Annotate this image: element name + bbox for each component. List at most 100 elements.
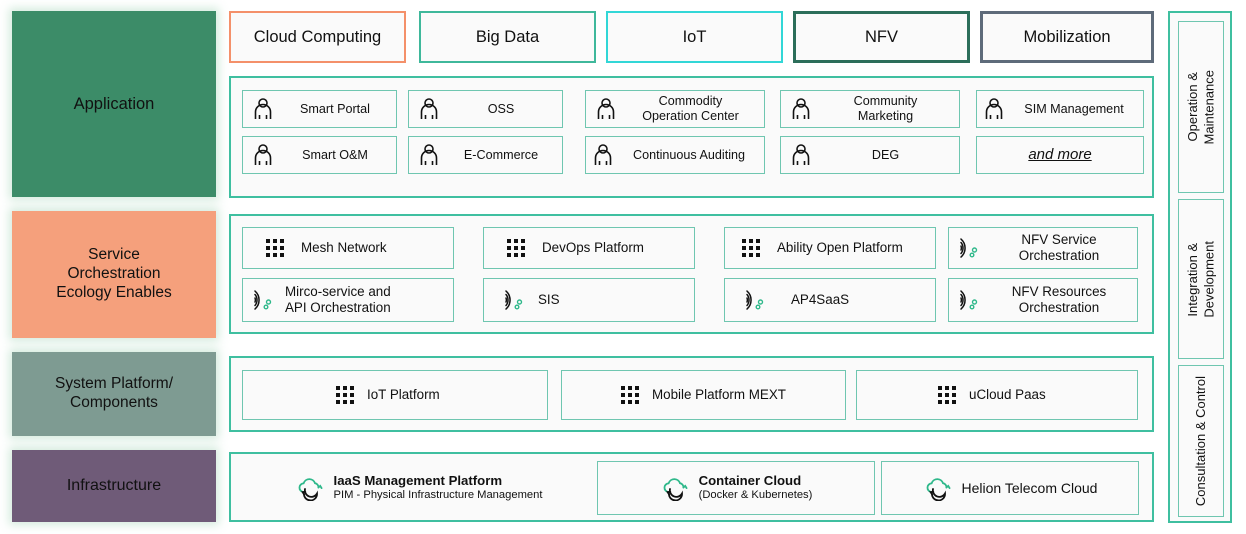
platform-card-ucloud-paas[interactable]: uCloud Paas [856,370,1138,420]
rail-item-operation-maintenance-label: Operation & Maintenance [1184,69,1216,145]
signal-fan-icon [955,235,981,261]
tag-big-data[interactable]: Big Data [419,11,596,63]
signal-fan-icon [741,287,767,313]
app-card-community-label: Community Marketing [853,94,918,123]
person-icon [983,97,1005,121]
app-card-and-more-label: and more [1028,146,1092,164]
layer-label-infrastructure-text: Infrastructure [66,477,162,495]
cloud-sync-icon [923,475,953,501]
app-card-community-marketing[interactable]: Community Marketing [780,90,960,128]
infrastructure-panel: IaaS Management Platform PIM - Physical … [229,452,1154,522]
layer-label-application: Application [12,11,216,197]
grid-dots-icon [265,238,285,258]
person-icon [252,143,274,167]
layer-label-service-orchestration: Service Orchestration Ecology Enables [12,211,216,338]
rail-item-integration-development[interactable]: Integration & Development [1178,199,1224,359]
person-icon [790,143,812,167]
rail-item-operation-maintenance[interactable]: Operation & Maintenance [1178,21,1224,193]
service-card-mesh-label: Mesh Network [301,240,387,256]
service-card-micro-label: Mirco-service and API Orchestration [285,284,391,315]
infra-card-iaas-text: IaaS Management Platform PIM - Physical … [334,473,543,502]
tag-mobilization[interactable]: Mobilization [980,11,1154,63]
layer-label-service-text: Service Orchestration Ecology Enables [56,246,172,301]
cloud-sync-icon [295,475,325,501]
service-card-ap4saas[interactable]: AP4SaaS [724,278,936,322]
service-card-devops-label: DevOps Platform [542,240,644,256]
service-card-ap4saas-label: AP4SaaS [791,292,850,308]
service-card-nfv-service-label: NFV Service Orchestration [1018,232,1100,263]
infra-card-helion-title: Helion Telecom Cloud [961,479,1098,496]
tag-cloud-computing-label: Cloud Computing [253,27,382,46]
infra-card-iaas-subtitle: PIM - Physical Infrastructure Management [333,489,543,502]
person-icon [252,97,274,121]
service-card-nfv-resources-label: NFV Resources Orchestration [1011,284,1107,315]
person-icon [418,97,440,121]
grid-dots-icon [506,238,526,258]
person-icon [592,143,614,167]
service-card-micro-service-api[interactable]: Mirco-service and API Orchestration [242,278,454,322]
app-card-auditing-label: Continuous Auditing [632,147,746,162]
grid-dots-icon [741,238,761,258]
app-card-continuous-auditing[interactable]: Continuous Auditing [585,136,765,174]
app-card-oss-label: OSS [487,101,515,116]
grid-dots-icon [620,385,640,405]
app-card-oss[interactable]: OSS [408,90,563,128]
infra-card-iaas-title: IaaS Management Platform [333,473,503,489]
service-card-ability-label: Ability Open Platform [777,240,903,256]
person-icon [790,97,812,121]
app-card-smart-portal[interactable]: Smart Portal [242,90,397,128]
app-card-e-commerce[interactable]: E-Commerce [408,136,563,174]
app-card-smart-om[interactable]: Smart O&M [242,136,397,174]
app-card-smart-om-label: Smart O&M [302,147,368,162]
infra-card-helion-text: Helion Telecom Cloud [962,480,1098,497]
infra-card-helion-telecom-cloud[interactable]: Helion Telecom Cloud [881,461,1139,515]
service-card-nfv-resources-orchestration[interactable]: NFV Resources Orchestration [948,278,1138,322]
app-card-sim-management[interactable]: SIM Management [976,90,1144,128]
platform-card-ucloud-label: uCloud Paas [969,387,1046,403]
tag-iot-label: IoT [682,27,707,46]
platform-card-iot-platform[interactable]: IoT Platform [242,370,548,420]
service-card-sis-label: SIS [538,292,560,308]
app-card-and-more[interactable]: and more [976,136,1144,174]
rail-item-consultation-control-label: Consultation & Control [1192,375,1208,507]
infra-card-container-cloud[interactable]: Container Cloud (Docker & Kubernetes) [597,461,875,515]
service-card-sis[interactable]: SIS [483,278,695,322]
platform-card-mext-label: Mobile Platform MEXT [652,387,786,403]
rail-item-consultation-control[interactable]: Consultation & Control [1178,365,1224,517]
layer-label-system-text: System Platform/ Components [55,375,173,411]
infra-card-container-text: Container Cloud (Docker & Kubernetes) [699,473,813,502]
tag-cloud-computing[interactable]: Cloud Computing [229,11,406,63]
layer-label-infrastructure: Infrastructure [12,450,216,522]
person-icon [418,143,440,167]
tag-iot[interactable]: IoT [606,11,783,63]
tag-nfv[interactable]: NFV [793,11,970,63]
tag-big-data-label: Big Data [475,27,540,46]
app-card-commodity-operation-center[interactable]: Commodity Operation Center [585,90,765,128]
service-card-nfv-service-orchestration[interactable]: NFV Service Orchestration [948,227,1138,269]
app-card-ecommerce-label: E-Commerce [463,147,539,162]
service-card-mesh-network[interactable]: Mesh Network [242,227,454,269]
infra-card-container-title: Container Cloud [698,473,802,489]
grid-dots-icon [937,385,957,405]
app-card-sim-label: SIM Management [1024,101,1124,116]
app-card-deg[interactable]: DEG [780,136,960,174]
service-orchestration-panel: Mesh Network DevOps Platform Ability Ope… [229,214,1154,334]
tag-mobilization-label: Mobilization [1023,27,1111,46]
person-icon [595,97,617,121]
signal-fan-icon [955,287,981,313]
platform-card-mobile-platform-mext[interactable]: Mobile Platform MEXT [561,370,846,420]
layer-label-application-text: Application [73,94,155,113]
infra-card-container-subtitle: (Docker & Kubernetes) [698,489,813,502]
platform-card-iot-label: IoT Platform [367,387,440,403]
grid-dots-icon [335,385,355,405]
infra-card-iaas-management-platform[interactable]: IaaS Management Platform PIM - Physical … [241,461,596,515]
cloud-sync-icon [660,475,690,501]
signal-fan-icon [500,287,526,313]
app-card-smart-portal-label: Smart Portal [300,101,370,116]
service-card-ability-open-platform[interactable]: Ability Open Platform [724,227,936,269]
layer-label-system-platform: System Platform/ Components [12,352,216,436]
service-card-devops-platform[interactable]: DevOps Platform [483,227,695,269]
signal-fan-icon [249,287,275,313]
application-panel: Smart Portal OSS Commodity Operation Cen… [229,76,1154,198]
